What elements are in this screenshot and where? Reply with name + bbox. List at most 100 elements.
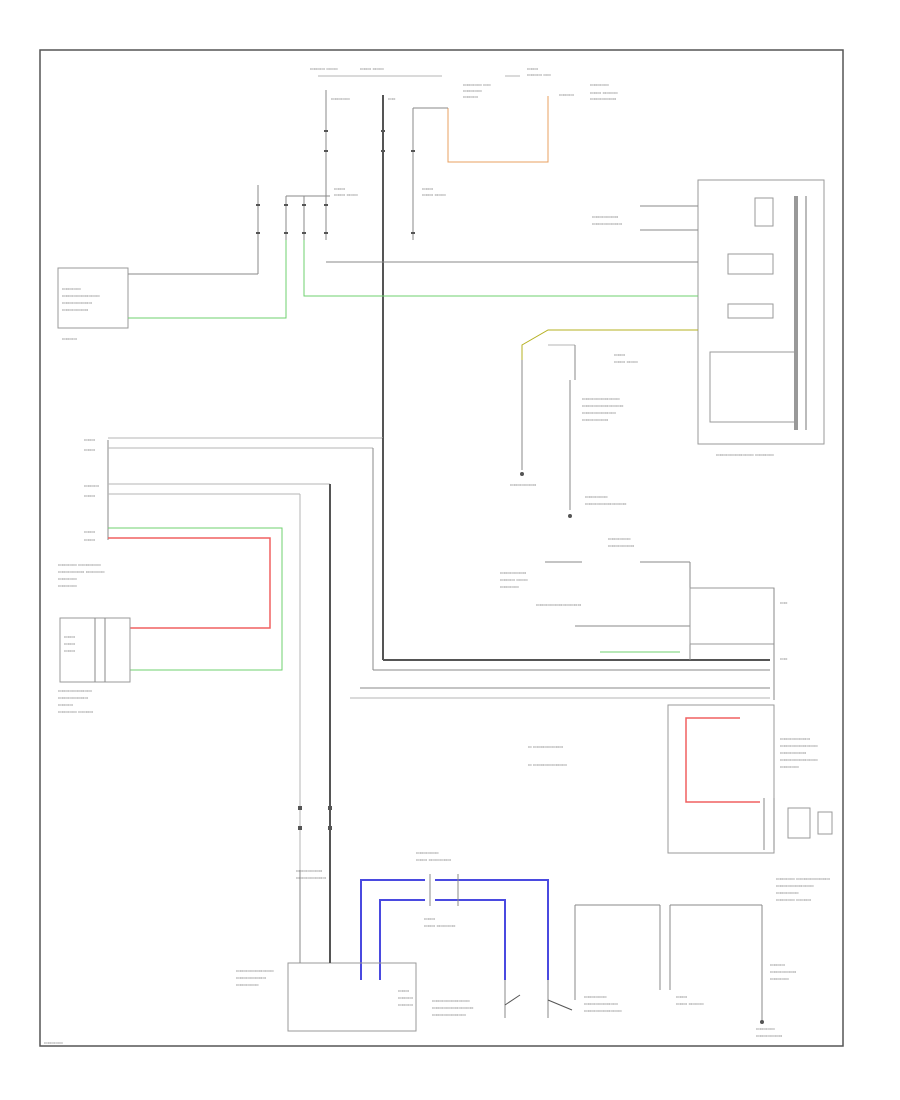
svg-text:▭▭▭▭▭▭▭▭▭▭: ▭▭▭▭▭▭▭▭▭▭	[584, 1008, 622, 1013]
green-wire-meter	[303, 240, 698, 297]
svg-text:▭▭▭▭▭▭▭▭▭▭: ▭▭▭▭▭▭▭▭▭▭	[780, 757, 818, 762]
svg-text:▭▭▭▭▭▭▭▭▭▭: ▭▭▭▭▭▭▭▭▭▭	[582, 396, 620, 401]
svg-text:▭▭▭▭▭▭▭: ▭▭▭▭▭▭▭	[608, 543, 635, 548]
svg-text:▭▭▭▭▭▭▭▭▭▭: ▭▭▭▭▭▭▭▭▭▭	[776, 883, 814, 888]
left-mid-connector: ▭▭▭ ▭▭▭ ▭▭▭▭ ▭▭▭ ▭▭▭ ▭▭▭ ▭▭▭▭▭ ▭▭▭▭▭▭ ▭▭…	[58, 437, 383, 714]
svg-text:▭▭▭▭▭▭▭▭: ▭▭▭▭▭▭▭▭	[592, 221, 622, 226]
svg-text:▭▭▭: ▭▭▭	[614, 352, 626, 357]
svg-text:▭▭▭ ▭▭▭▭: ▭▭▭ ▭▭▭▭	[676, 1001, 704, 1006]
svg-text:▭▭▭: ▭▭▭	[84, 447, 96, 452]
svg-text:▭▭▭▭▭▭▭▭▭▭: ▭▭▭▭▭▭▭▭▭▭	[62, 293, 100, 298]
svg-text:▭▭▭: ▭▭▭	[84, 537, 96, 542]
svg-text:▭▭▭▭: ▭▭▭▭	[770, 962, 785, 967]
svg-text:▭ ▭▭▭▭▭▭▭▭▭: ▭ ▭▭▭▭▭▭▭▭▭	[528, 762, 567, 767]
green-wire-mid	[108, 527, 283, 671]
combination-meter: ▭▭▭▭▭▭▭▭▭▭ ▭▭▭▭▭ ▭▭▭▭▭▭▭ ▭▭▭▭▭▭▭▭ ▭▭▭ ▭▭…	[303, 179, 825, 457]
svg-text:▭▭▭▭▭: ▭▭▭▭▭	[770, 976, 789, 981]
svg-text:▭▭▭: ▭▭▭	[84, 529, 96, 534]
svg-text:▭▭▭▭▭▭▭ ▭▭▭▭▭: ▭▭▭▭▭▭▭ ▭▭▭▭▭	[58, 569, 105, 574]
svg-text:▭▭▭▭▭▭: ▭▭▭▭▭▭	[776, 890, 799, 895]
svg-text:▭▭▭▭▭▭▭▭▭▭▭: ▭▭▭▭▭▭▭▭▭▭▭	[582, 403, 624, 408]
svg-text:▭▭▭ ▭▭▭: ▭▭▭ ▭▭▭	[334, 192, 358, 197]
yellow-wire	[521, 329, 698, 360]
trunk-wires	[298, 438, 770, 870]
svg-text:▭▭▭▭▭▭▭▭: ▭▭▭▭▭▭▭▭	[236, 975, 266, 980]
svg-text:▭▭▭▭▭▭: ▭▭▭▭▭▭	[416, 850, 439, 855]
blue-wire-outer	[360, 879, 549, 980]
junction-block: ▭▭▭ ▭▭▭ ▭▭▭ ▭▭▭ ▭▭▭ ▭▭▭	[256, 185, 446, 240]
svg-text:▭▭▭▭▭▭▭: ▭▭▭▭▭▭▭	[296, 868, 323, 873]
svg-text:▭▭▭ ▭▭▭: ▭▭▭ ▭▭▭	[614, 359, 638, 364]
ground-icon	[760, 1020, 764, 1024]
svg-text:▭▭▭▭▭▭▭: ▭▭▭▭▭▭▭	[582, 417, 609, 422]
svg-text:▭▭▭▭▭▭▭▭▭: ▭▭▭▭▭▭▭▭▭	[584, 1001, 618, 1006]
red-wire-mid	[108, 537, 271, 629]
svg-text:▭▭▭▭: ▭▭▭▭	[559, 92, 574, 97]
svg-text:▭▭▭▭▭ ▭▭▭▭▭▭▭▭▭: ▭▭▭▭▭ ▭▭▭▭▭▭▭▭▭	[776, 876, 830, 881]
svg-text:▭▭▭▭▭: ▭▭▭▭▭	[58, 583, 77, 588]
red-wire-right	[685, 717, 760, 803]
svg-text:▭▭▭: ▭▭▭	[84, 493, 96, 498]
svg-text:▭▭▭: ▭▭▭	[398, 988, 410, 993]
center-ground-group: ▭▭▭▭▭▭▭ ▭▭▭▭▭▭▭▭▭▭ ▭▭▭▭▭▭▭▭▭▭▭ ▭▭▭▭▭▭▭▭▭…	[510, 360, 627, 518]
svg-text:▭▭▭▭▭: ▭▭▭▭▭	[780, 764, 799, 769]
switch-icon	[547, 999, 573, 1011]
svg-text:▭▭▭▭▭ ▭▭: ▭▭▭▭▭ ▭▭	[463, 82, 491, 87]
svg-text:▭▭▭ ▭▭▭: ▭▭▭ ▭▭▭	[422, 192, 446, 197]
top-fuse-group: ▭▭▭▭ ▭▭▭ ▭▭▭ ▭▭▭ ▭▭▭ ▭▭▭▭ ▭▭ ▭▭▭▭▭ ▭▭ ▭▭…	[310, 66, 618, 660]
svg-text:▭▭▭: ▭▭▭	[334, 186, 346, 191]
ground-icon	[520, 472, 524, 476]
svg-text:▭▭▭▭▭: ▭▭▭▭▭	[590, 82, 609, 87]
svg-text:▭▭▭▭▭: ▭▭▭▭▭	[756, 1026, 775, 1031]
svg-text:▭▭▭▭▭▭▭▭▭▭: ▭▭▭▭▭▭▭▭▭▭	[236, 968, 274, 973]
svg-text:▭▭▭▭▭▭▭: ▭▭▭▭▭▭▭	[510, 482, 537, 487]
svg-text:▭ ▭▭▭▭▭▭▭▭: ▭ ▭▭▭▭▭▭▭▭	[528, 744, 564, 749]
svg-text:▭▭▭▭▭: ▭▭▭▭▭	[58, 576, 77, 581]
svg-text:▭▭▭▭▭▭: ▭▭▭▭▭▭	[608, 536, 631, 541]
ground-icon	[568, 514, 572, 518]
svg-text:▭▭▭: ▭▭▭	[424, 916, 436, 921]
svg-text:▭▭▭: ▭▭▭	[84, 437, 96, 442]
green-wire-left-top	[128, 240, 287, 319]
svg-text:▭▭: ▭▭	[780, 656, 788, 661]
svg-text:▭▭▭: ▭▭▭	[527, 66, 539, 71]
svg-text:▭▭▭▭: ▭▭▭▭	[58, 702, 73, 707]
svg-text:▭▭▭▭▭▭▭▭▭▭▭: ▭▭▭▭▭▭▭▭▭▭▭	[432, 1005, 474, 1010]
svg-text:▭▭▭▭▭▭▭▭▭▭ ▭▭▭▭▭: ▭▭▭▭▭▭▭▭▭▭ ▭▭▭▭▭	[716, 452, 774, 457]
svg-text:▭▭▭▭▭ ▭▭▭▭: ▭▭▭▭▭ ▭▭▭▭	[58, 709, 94, 714]
svg-text:▭▭▭▭▭ ▭▭▭▭▭▭: ▭▭▭▭▭ ▭▭▭▭▭▭	[58, 562, 101, 567]
svg-text:▭▭▭▭▭▭: ▭▭▭▭▭▭	[236, 982, 259, 987]
svg-text:▭▭▭▭▭▭▭: ▭▭▭▭▭▭▭	[590, 96, 617, 101]
svg-text:▭▭▭▭: ▭▭▭▭	[398, 995, 413, 1000]
svg-text:▭▭: ▭▭	[780, 600, 788, 605]
svg-text:▭▭▭▭▭▭▭: ▭▭▭▭▭▭▭	[770, 969, 797, 974]
svg-text:▭▭▭▭: ▭▭▭▭	[62, 336, 77, 341]
svg-text:▭▭▭ ▭▭▭▭: ▭▭▭ ▭▭▭▭	[590, 90, 618, 95]
left-top-component: ▭▭▭▭▭ ▭▭▭▭▭▭▭▭▭▭ ▭▭▭▭▭▭▭▭ ▭▭▭▭▭▭▭ ▭▭▭▭	[57, 240, 287, 341]
svg-text:▭▭▭▭▭▭▭▭: ▭▭▭▭▭▭▭▭	[62, 300, 92, 305]
svg-text:▭▭▭▭▭▭▭▭▭▭: ▭▭▭▭▭▭▭▭▭▭	[432, 998, 470, 1003]
svg-text:▭▭▭▭▭▭▭▭▭: ▭▭▭▭▭▭▭▭▭	[58, 688, 92, 693]
diagram-frame	[39, 49, 844, 1047]
blue-wire-inner	[379, 899, 506, 980]
bottom-group: ▭▭▭▭▭▭▭ ▭▭▭▭▭▭▭▭ ▭▭▭▭▭▭ ▭▭▭ ▭▭▭▭▭▭ ▭▭▭ ▭…	[44, 850, 797, 1045]
svg-text:▭▭▭ ▭▭▭▭▭: ▭▭▭ ▭▭▭▭▭	[424, 923, 456, 928]
svg-text:▭▭▭▭: ▭▭▭▭	[398, 1002, 413, 1007]
svg-text:▭▭▭: ▭▭▭	[676, 994, 688, 999]
svg-text:▭▭▭▭▭: ▭▭▭▭▭	[331, 96, 350, 101]
svg-text:▭▭▭▭▭▭: ▭▭▭▭▭▭	[585, 494, 608, 499]
svg-text:▭▭▭▭▭▭▭▭: ▭▭▭▭▭▭▭▭	[296, 875, 326, 880]
svg-text:▭▭▭▭▭▭▭▭▭▭▭: ▭▭▭▭▭▭▭▭▭▭▭	[585, 501, 627, 506]
svg-text:▭▭▭▭▭▭▭▭▭: ▭▭▭▭▭▭▭▭▭	[582, 410, 616, 415]
svg-text:▭▭▭ ▭▭▭▭▭▭: ▭▭▭ ▭▭▭▭▭▭	[416, 857, 452, 862]
svg-text:▭▭▭▭▭▭▭▭: ▭▭▭▭▭▭▭▭	[780, 736, 810, 741]
svg-text:▭▭▭ ▭▭▭: ▭▭▭ ▭▭▭	[360, 66, 384, 71]
svg-text:▭▭▭▭▭▭▭: ▭▭▭▭▭▭▭	[592, 214, 619, 219]
svg-text:▭▭▭▭▭: ▭▭▭▭▭	[62, 286, 81, 291]
svg-text:▭▭▭: ▭▭▭	[64, 648, 76, 653]
svg-text:▭▭▭▭▭: ▭▭▭▭▭	[44, 1040, 63, 1045]
right-lower-module: ▭▭▭▭▭▭▭▭ ▭▭▭▭▭▭▭▭▭▭ ▭▭▭▭▭▭ ▭ ▭▭▭▭▭▭▭▭▭ ▭ ▭…	[528, 704, 833, 902]
svg-text:▭▭▭▭▭▭▭▭▭▭▭▭: ▭▭▭▭▭▭▭▭▭▭▭▭	[536, 602, 582, 607]
svg-text:▭▭▭▭ ▭▭▭: ▭▭▭▭ ▭▭▭	[500, 577, 528, 582]
